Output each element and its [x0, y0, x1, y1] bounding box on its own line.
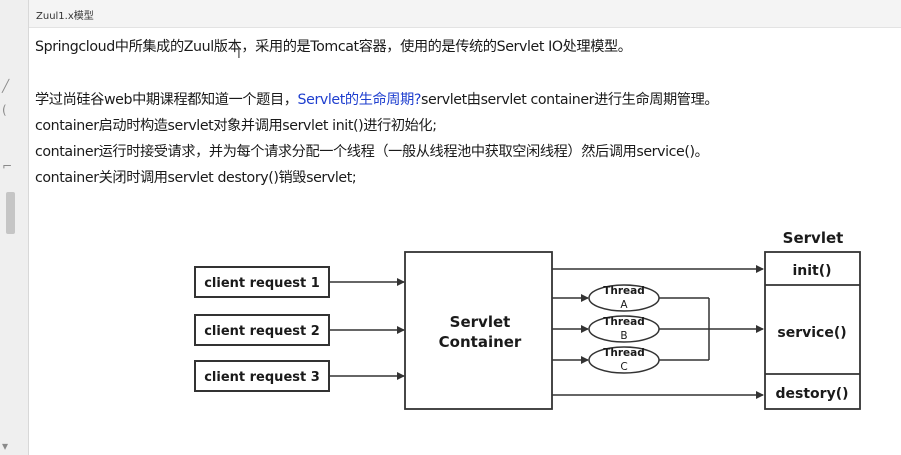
- servlet-title: Servlet: [783, 229, 844, 247]
- thread-merge-connector: [659, 297, 764, 361]
- thread-b: Thread B: [588, 315, 660, 343]
- gutter-chevron-icon: ╱: [2, 79, 10, 93]
- method-init: init(): [792, 263, 831, 279]
- servlet-box: init() service() destory(): [764, 251, 861, 410]
- client-request-label-3: client request 3: [204, 370, 320, 385]
- paragraph-intro: Springcloud中所集成的Zuul版本，采用的是Tomcat容器，使用的是…: [35, 39, 632, 55]
- client-request-label-2: client request 2: [204, 324, 320, 339]
- thread-b-label: Thread: [603, 316, 645, 328]
- thread-b-letter: B: [620, 330, 627, 342]
- gutter-bracket-icon: ⌐: [2, 159, 13, 173]
- method-destory: destory(): [776, 386, 849, 402]
- client-request-box-3: client request 3: [194, 360, 330, 392]
- thread-c: Thread C: [588, 346, 660, 374]
- container-label-line2: Container: [439, 333, 522, 351]
- thread-c-label: Thread: [603, 347, 645, 359]
- paragraph-service: container运行时接受请求，并为每个请求分配一个线程（一般从线程池中获取空…: [35, 144, 709, 160]
- thread-a-label: Thread: [603, 285, 645, 297]
- document-title: Zuul1.x模型: [36, 11, 94, 22]
- text-cursor-icon: I: [237, 47, 241, 62]
- scroll-down-icon[interactable]: ▾: [2, 439, 9, 453]
- left-gutter: ╱ ( ⌐ ▾: [0, 0, 29, 455]
- container-label-line1: Servlet: [450, 313, 511, 331]
- client-request-box-2: client request 2: [194, 314, 330, 346]
- thread-a-letter: A: [620, 299, 628, 311]
- lifecycle-suffix: servlet由servlet container进行生命周期管理。: [421, 92, 719, 108]
- servlet-lifecycle-link[interactable]: Servlet的生命周期?: [297, 92, 422, 108]
- gutter-paren-icon: (: [2, 103, 7, 117]
- document-tab[interactable]: Zuul1.x模型: [29, 0, 901, 28]
- servlet-container-box: Servlet Container: [404, 251, 553, 410]
- thread-c-letter: C: [620, 361, 627, 373]
- document-pane: Zuul1.x模型 Springcloud中所集成的Zuul版本，采用的是Tom…: [29, 0, 901, 455]
- paragraph-lifecycle: 学过尚硅谷web中期课程都知道一个题目，Servlet的生命周期?servlet…: [35, 89, 719, 109]
- paragraph-destroy: container关闭时调用servlet destory()销毁servlet…: [35, 170, 357, 186]
- scrollbar-thumb[interactable]: [6, 192, 15, 234]
- client-request-box-1: client request 1: [194, 266, 330, 298]
- lifecycle-prefix: 学过尚硅谷web中期课程都知道一个题目，: [35, 92, 298, 108]
- paragraph-init: container启动时构造servlet对象并调用servlet init()…: [35, 118, 437, 134]
- thread-a: Thread A: [588, 284, 660, 312]
- client-request-label-1: client request 1: [204, 276, 320, 291]
- method-service: service(): [777, 325, 846, 341]
